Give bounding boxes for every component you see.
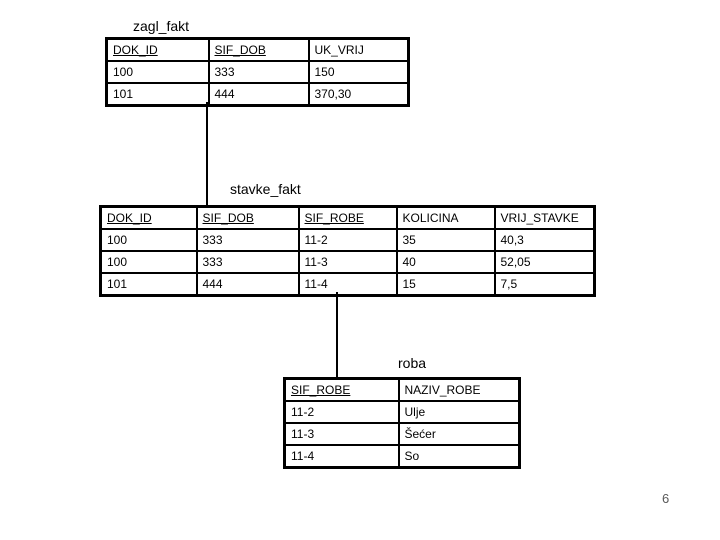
table-row: 100 333 11-2 35 40,3 (99, 228, 596, 252)
table-title-zagl-fakt: zagl_fakt (133, 18, 190, 34)
relationship-line-zagl-stavke (206, 102, 208, 206)
cell: 40 (395, 250, 496, 274)
table-row: 101 444 11-4 15 7,5 (99, 272, 596, 297)
table-row: 11-4 So (283, 444, 521, 469)
header-row: DOK_ID SIF_DOB SIF_ROBE KOLICINA VRIJ_ST… (99, 205, 596, 230)
cell: 101 (105, 82, 210, 107)
header-row: DOK_ID SIF_DOB UK_VRIJ (105, 37, 410, 62)
column-header-uk-vrij: UK_VRIJ (307, 37, 410, 62)
column-header-sif-dob: SIF_DOB (195, 205, 300, 230)
column-header-dok-id: DOK_ID (99, 205, 198, 230)
table-row: 100 333 11-3 40 52,05 (99, 250, 596, 274)
cell: 100 (105, 60, 210, 84)
cell: Ulje (397, 400, 521, 424)
column-header-vrij-stavke: VRIJ_STAVKE (493, 205, 596, 230)
cell: 11-4 (283, 444, 400, 469)
cell: 15 (395, 272, 496, 297)
cell: 35 (395, 228, 496, 252)
column-header-naziv-robe: NAZIV_ROBE (397, 377, 521, 402)
table-stavke-fakt: DOK_ID SIF_DOB SIF_ROBE KOLICINA VRIJ_ST… (99, 205, 596, 297)
cell: 11-2 (283, 400, 400, 424)
column-header-sif-robe: SIF_ROBE (283, 377, 400, 402)
header-row: SIF_ROBE NAZIV_ROBE (283, 377, 521, 402)
cell: 100 (99, 228, 198, 252)
cell: So (397, 444, 521, 469)
table-row: 11-3 Šećer (283, 422, 521, 446)
cell: 11-4 (297, 272, 398, 297)
cell: 11-3 (283, 422, 400, 446)
cell: 150 (307, 60, 410, 84)
cell: 11-2 (297, 228, 398, 252)
table-row: 101 444 370,30 (105, 82, 410, 107)
cell: 370,30 (307, 82, 410, 107)
cell: 52,05 (493, 250, 596, 274)
table-roba: SIF_ROBE NAZIV_ROBE 11-2 Ulje 11-3 Šećer… (283, 377, 521, 469)
cell: 333 (195, 228, 300, 252)
table-row: 11-2 Ulje (283, 400, 521, 424)
cell: 444 (195, 272, 300, 297)
table-zagl-fakt: DOK_ID SIF_DOB UK_VRIJ 100 333 150 101 4… (105, 37, 410, 107)
column-header-kolicina: KOLICINA (395, 205, 496, 230)
column-header-sif-robe: SIF_ROBE (297, 205, 398, 230)
cell: 444 (207, 82, 310, 107)
cell: 7,5 (493, 272, 596, 297)
table-title-stavke-fakt: stavke_fakt (230, 181, 301, 197)
slide-page-number: 6 (662, 491, 670, 506)
cell: 100 (99, 250, 198, 274)
cell: 333 (195, 250, 300, 274)
column-header-dok-id: DOK_ID (105, 37, 210, 62)
table-row: 100 333 150 (105, 60, 410, 84)
table-title-roba: roba (398, 355, 427, 371)
cell: 333 (207, 60, 310, 84)
cell: 11-3 (297, 250, 398, 274)
cell: Šećer (397, 422, 521, 446)
column-header-sif-dob: SIF_DOB (207, 37, 310, 62)
cell: 40,3 (493, 228, 596, 252)
cell: 101 (99, 272, 198, 297)
relationship-line-stavke-roba (336, 292, 338, 378)
